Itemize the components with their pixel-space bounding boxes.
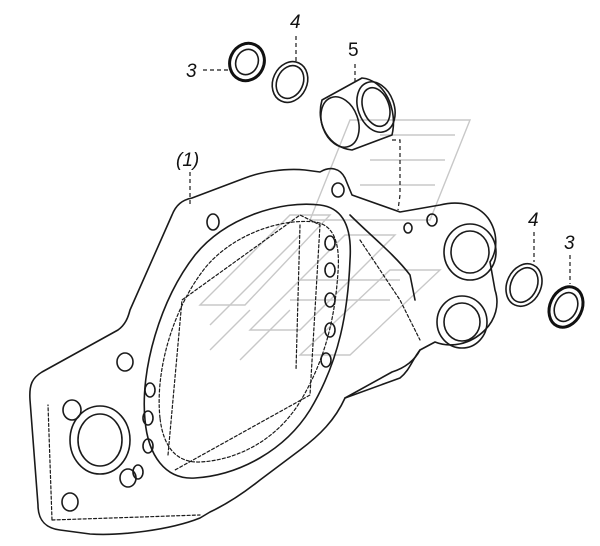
o-ring-top [271, 60, 309, 104]
bushing-part [319, 77, 396, 151]
watermark-logo-icon [198, 119, 472, 361]
callout-leaders [189, 36, 571, 284]
callout-5: 5 [348, 40, 359, 61]
housing-part [29, 139, 498, 536]
callout-4-top: 4 [290, 12, 301, 33]
callout-3-top: 3 [186, 61, 197, 82]
seal-ring-top [228, 41, 266, 83]
callout-3-right: 3 [564, 233, 575, 254]
o-ring-right [505, 263, 543, 307]
seal-ring-right [547, 285, 585, 329]
callout-1-housing: (1) [176, 150, 199, 171]
callout-4-right: 4 [528, 210, 539, 231]
